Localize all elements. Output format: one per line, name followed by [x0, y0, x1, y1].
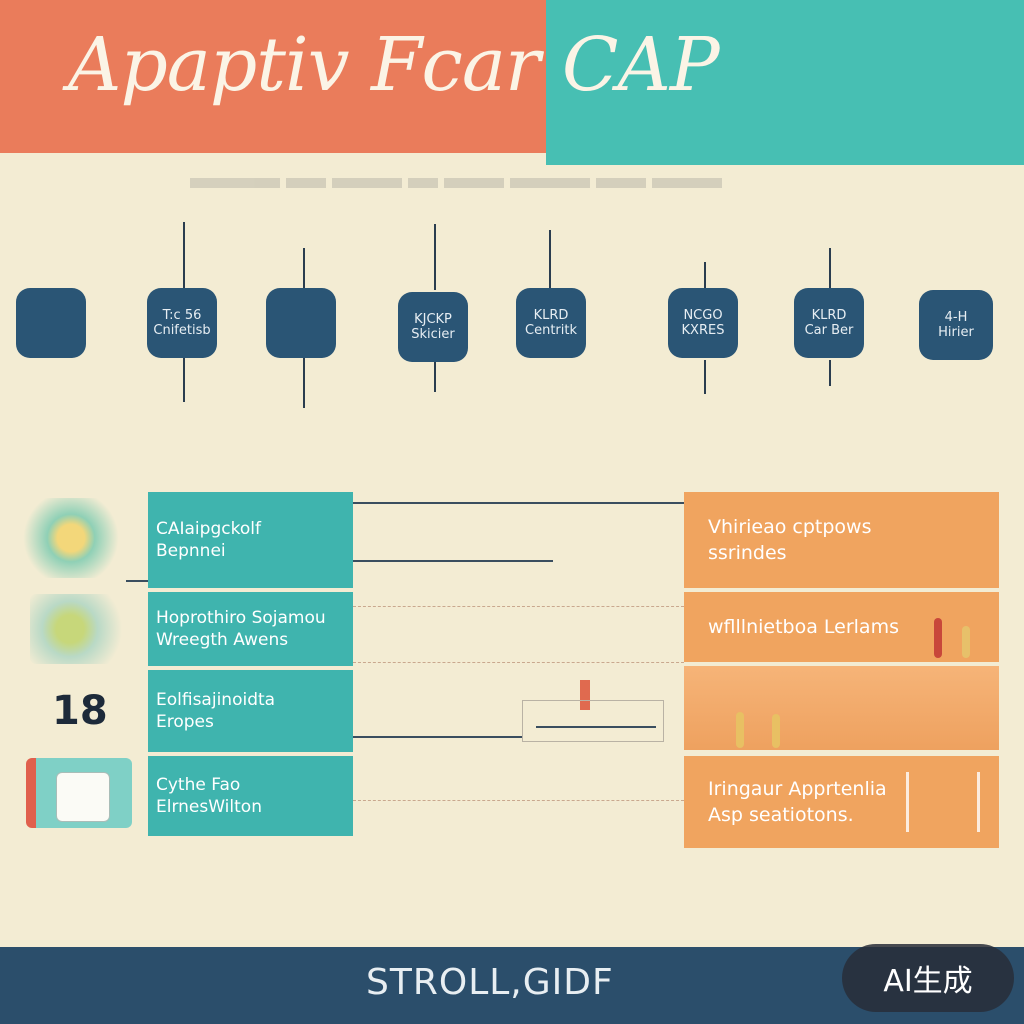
node-stem	[183, 356, 185, 402]
page-title: Apaptiv Fcar CAP	[68, 22, 720, 108]
connector-line	[536, 726, 656, 728]
side-number: 18	[52, 688, 108, 734]
flow-node-1	[16, 288, 86, 358]
node-stem	[434, 224, 436, 290]
red-marker	[580, 680, 590, 710]
connector-line	[126, 580, 148, 582]
title-banner-right	[546, 0, 1024, 165]
document-icon-sheet	[56, 772, 110, 822]
title-banner-left	[0, 0, 546, 153]
node-stem	[303, 248, 305, 290]
node-stem	[829, 360, 831, 386]
person-figure-icon	[934, 618, 942, 658]
connector-line	[353, 736, 523, 738]
dashed-connector	[353, 662, 684, 663]
faint-text-row	[190, 170, 790, 200]
illustration-thumbnail	[30, 594, 130, 664]
bracket-frame	[522, 700, 664, 742]
node-stem	[829, 248, 831, 290]
node-stem	[704, 262, 706, 290]
illustration-thumbnail	[16, 498, 126, 578]
sketch-hands-icon	[906, 772, 980, 832]
node-stem	[434, 362, 436, 392]
flow-node-3	[266, 288, 336, 358]
right-outcome-box-2: wflllnietboa Lerlams	[684, 592, 999, 662]
person-figure-icon	[736, 712, 744, 748]
connector-line	[353, 502, 684, 504]
dashed-connector	[353, 800, 684, 801]
node-stem	[549, 230, 551, 290]
dashed-connector	[353, 606, 684, 607]
person-figure-icon	[772, 714, 780, 748]
footer-label: STROLL,GIDF	[366, 962, 614, 1003]
person-figure-icon	[962, 626, 970, 658]
node-stem	[303, 356, 305, 408]
connector-line	[353, 560, 553, 562]
node-stem	[183, 222, 185, 290]
node-stem	[704, 360, 706, 394]
ai-generated-badge: AI生成	[842, 944, 1014, 1012]
right-outcome-box-3	[684, 666, 999, 750]
